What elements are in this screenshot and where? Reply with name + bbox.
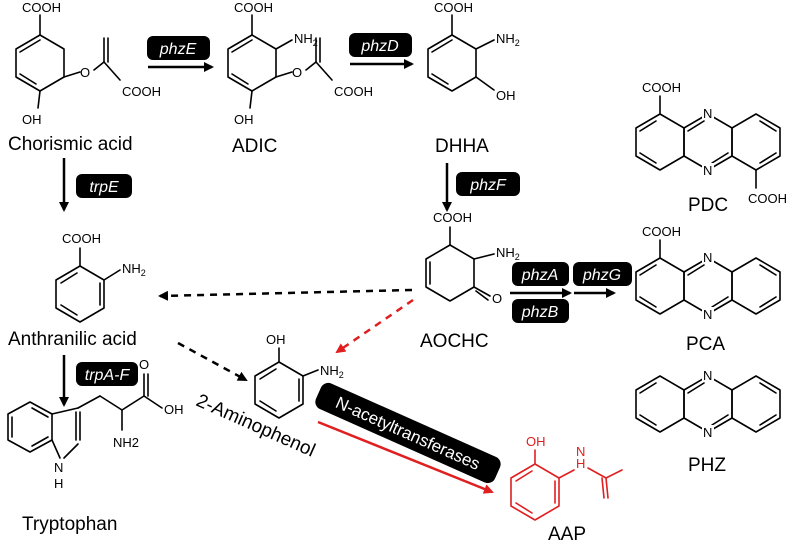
n-label: N	[703, 250, 712, 265]
enzyme-label: trpE	[89, 179, 119, 196]
n-label: N	[703, 106, 712, 121]
n-label: N	[703, 163, 712, 178]
enzyme-phzG: phzG	[573, 262, 632, 286]
enzyme-trpE: trpE	[76, 174, 132, 198]
enzyme-label: N-acetyltransferases	[333, 393, 483, 474]
enzyme-label: phzD	[360, 38, 399, 55]
nh2-label: NH2	[496, 245, 520, 262]
arrow-aochc-to-aminophenol	[335, 298, 414, 354]
aap-label: AAP	[548, 524, 586, 545]
nh2-label: NH2	[496, 31, 520, 48]
enzyme-phzB: phzB	[512, 299, 569, 323]
pdc-structure: N N COOH COOH	[635, 80, 787, 206]
enzyme-trpAF: trpA-F	[76, 362, 138, 386]
n-label: N	[703, 368, 712, 383]
cooh-label: COOH	[22, 0, 61, 15]
cooh-label: COOH	[642, 224, 681, 239]
anthranilic-acid-label: Anthranilic acid	[8, 329, 137, 350]
cooh-label: COOH	[642, 80, 681, 95]
cooh-label: COOH	[433, 210, 472, 225]
aminophenol-structure: OH NH2	[254, 332, 344, 419]
cooh-label: COOH	[434, 0, 473, 15]
enzyme-label: phzF	[469, 177, 507, 194]
arrow-aminophenol-to-aap	[317, 420, 494, 494]
phz-label: PHZ	[688, 455, 726, 476]
h-label: H	[54, 476, 63, 491]
oh-label: OH	[22, 112, 42, 127]
nh2-label: NH2	[294, 31, 318, 48]
cooh-label: COOH	[234, 0, 273, 15]
enzyme-n-acetyltransferases: N-acetyltransferases	[315, 382, 501, 484]
cooh-label: COOH	[748, 191, 787, 206]
oh-label: OH	[526, 434, 546, 449]
pca-label: PCA	[686, 334, 725, 355]
enzyme-phzA: phzA	[512, 262, 569, 286]
nh2-label: NH2	[113, 435, 139, 450]
enzyme-label: phzA	[521, 267, 558, 284]
n-label: N	[576, 444, 585, 459]
enzyme-label: trpA-F	[85, 367, 131, 384]
dhha-structure: COOH NH2 OH	[427, 0, 520, 103]
cooh-label: COOH	[62, 231, 101, 246]
n-label: N	[703, 307, 712, 322]
cooh-label: COOH	[334, 84, 373, 99]
chorismic-acid-structure: COOH OH O COOH	[15, 0, 161, 127]
enzyme-phzD: phzD	[349, 33, 412, 57]
o-label: O	[292, 65, 302, 80]
oh-label: OH	[164, 402, 184, 417]
nh2-label: NH2	[122, 261, 146, 278]
anthranilic-acid-structure: COOH NH2	[55, 231, 146, 323]
dhha-label: DHHA	[435, 136, 489, 157]
enzyme-phzE: phzE	[147, 36, 210, 60]
o-label: O	[80, 65, 90, 80]
cooh-label: COOH	[122, 84, 161, 99]
oh-label: OH	[234, 112, 254, 127]
enzyme-phzF: phzF	[456, 172, 520, 196]
arrow-aochc-to-anthranilic	[158, 288, 413, 301]
aochc-label: AOCHC	[420, 331, 489, 352]
aap-structure: OH H N	[510, 434, 623, 521]
n-label: N	[703, 425, 712, 440]
oh-label: OH	[496, 88, 516, 103]
tryptophan-label: Tryptophan	[22, 514, 117, 535]
enzyme-label: phzE	[159, 41, 197, 58]
h-label: H	[576, 456, 585, 471]
o-label: O	[492, 291, 502, 306]
pca-structure: N N COOH	[635, 224, 781, 322]
chorismic-acid-label: Chorismic acid	[8, 134, 133, 155]
oh-label: OH	[266, 332, 286, 347]
pdc-label: PDC	[688, 195, 728, 216]
enzyme-label: phzB	[521, 304, 559, 321]
adic-structure: COOH NH2 OH O COOH	[227, 0, 373, 127]
nh2-label: NH2	[320, 363, 344, 380]
enzyme-label: phzG	[582, 267, 621, 284]
o-label: O	[139, 357, 149, 372]
arrows	[59, 59, 616, 494]
arrow-anthranilic-to-aminophenol	[177, 341, 248, 382]
aochc-structure: COOH NH2 O	[425, 210, 520, 306]
n-label: N	[54, 460, 63, 475]
tryptophan-structure: N H O OH NH2	[7, 357, 184, 491]
adic-label: ADIC	[232, 136, 277, 157]
phz-structure: N N	[635, 368, 781, 440]
